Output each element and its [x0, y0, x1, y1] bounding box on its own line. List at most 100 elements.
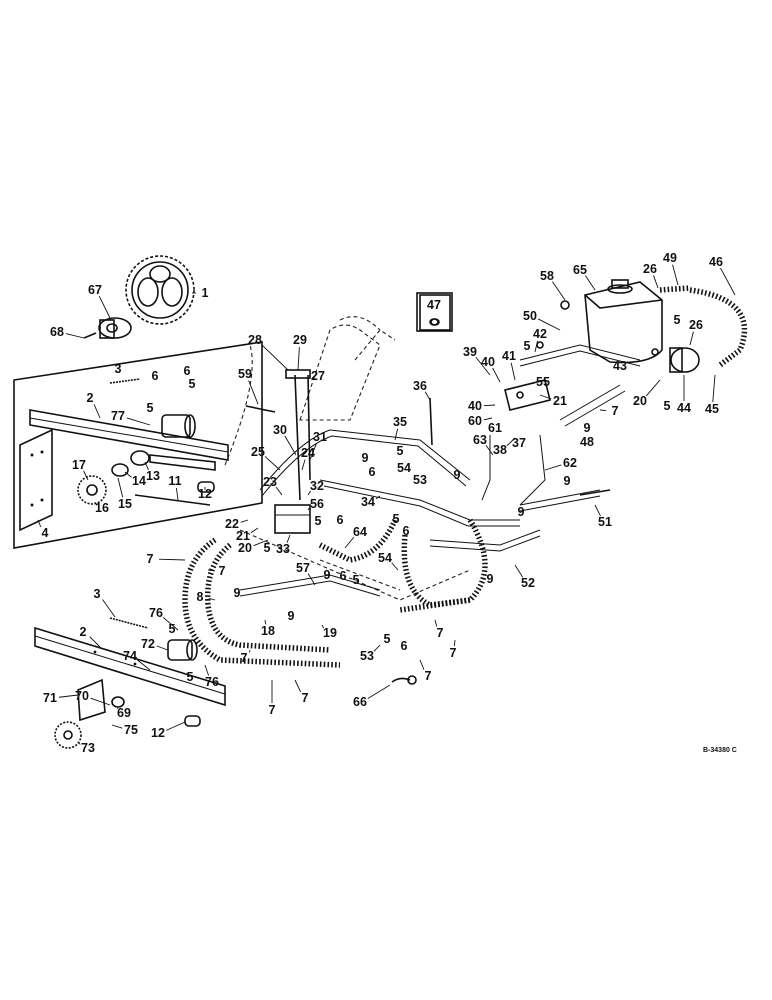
callout-2: 2	[80, 625, 87, 639]
callout-41: 41	[502, 349, 516, 363]
upper-collar	[130, 450, 150, 466]
callout-34: 34	[361, 495, 375, 509]
leader-7	[248, 649, 251, 653]
leader-24	[301, 459, 306, 471]
callout-6: 6	[403, 524, 410, 538]
callout-6: 6	[337, 513, 344, 527]
leader-74	[137, 659, 151, 671]
callout-48: 48	[580, 435, 594, 449]
callout-9: 9	[362, 451, 369, 465]
callout-9: 9	[518, 505, 525, 519]
auxiliary-pump	[669, 347, 700, 373]
leader-66	[367, 684, 391, 699]
callout-50: 50	[523, 309, 537, 323]
cross-manifold	[504, 344, 641, 411]
leader-49	[672, 264, 679, 286]
callout-7: 7	[612, 404, 619, 418]
sprocket-wheel	[125, 255, 195, 325]
leader-57	[307, 573, 316, 586]
callout-5: 5	[315, 514, 322, 528]
callout-5: 5	[664, 399, 671, 413]
callout-76: 76	[149, 606, 163, 620]
callout-12: 12	[151, 726, 165, 740]
callout-38: 38	[493, 443, 507, 457]
callout-60: 60	[468, 414, 482, 428]
drawing-number: B-34380 C	[703, 747, 737, 754]
leader-15	[117, 477, 124, 498]
leader-64	[344, 536, 355, 549]
hydraulic-tubes	[239, 429, 541, 597]
leader-20	[253, 539, 269, 547]
leader-65	[585, 275, 596, 291]
callout-72: 72	[141, 637, 155, 651]
leader-29	[297, 346, 300, 371]
leader-19	[321, 624, 325, 629]
callout-51: 51	[598, 515, 612, 529]
inset-panel-upper	[13, 341, 263, 549]
leader-17	[83, 470, 89, 481]
leader-75	[111, 724, 123, 729]
callout-7: 7	[219, 564, 226, 578]
leader-7	[599, 409, 607, 411]
callout-9: 9	[288, 609, 295, 623]
callout-39: 39	[463, 345, 477, 359]
callout-5: 5	[264, 541, 271, 555]
leader-32	[307, 490, 312, 496]
callout-71: 71	[43, 691, 57, 705]
hub-bolt	[83, 332, 97, 339]
callout-5: 5	[524, 339, 531, 353]
callout-19: 19	[323, 626, 337, 640]
callout-6: 6	[401, 639, 408, 653]
leader-54	[391, 562, 399, 571]
callout-5: 5	[187, 670, 194, 684]
callout-13: 13	[146, 469, 160, 483]
callout-26: 26	[643, 262, 657, 276]
callout-9: 9	[487, 572, 494, 586]
leader-31	[309, 443, 317, 461]
leader-36	[424, 391, 431, 401]
leader-2	[93, 404, 101, 419]
callout-63: 63	[473, 433, 487, 447]
callout-68: 68	[50, 325, 64, 339]
control-lever	[285, 369, 311, 501]
leader-7	[207, 569, 214, 571]
upper-conveyor-channel	[29, 409, 229, 461]
leader-51	[594, 504, 601, 517]
leader-42	[534, 340, 539, 353]
callout-54: 54	[397, 461, 411, 475]
callout-53: 53	[413, 473, 427, 487]
callout-28: 28	[248, 333, 262, 347]
leader-26	[689, 331, 694, 346]
callout-77: 77	[111, 409, 125, 423]
callout-5: 5	[189, 377, 196, 391]
leader-38	[506, 437, 516, 446]
hoses	[182, 285, 748, 668]
leader-18	[264, 619, 267, 625]
lower-bushing	[184, 715, 201, 727]
leader-12	[166, 721, 186, 731]
leader-50	[537, 318, 561, 331]
callout-3: 3	[94, 587, 101, 601]
upper-spacer	[111, 463, 129, 477]
leader-lines	[37, 264, 736, 745]
leader-73	[77, 741, 81, 745]
leader-14	[124, 471, 132, 478]
callout-42: 42	[533, 327, 547, 341]
callout-55: 55	[536, 375, 550, 389]
leader-30	[284, 435, 297, 456]
callout-5: 5	[393, 512, 400, 526]
callout-37: 37	[512, 436, 526, 450]
callout-11: 11	[168, 474, 181, 488]
upper-bearing-plate	[19, 428, 53, 532]
leader-76	[204, 664, 209, 676]
callout-5: 5	[353, 573, 360, 587]
callout-7: 7	[147, 552, 154, 566]
leader-71	[58, 694, 79, 698]
leader-53	[373, 644, 381, 652]
callout-6: 6	[340, 569, 347, 583]
callout-66: 66	[353, 695, 367, 709]
callout-40: 40	[481, 355, 495, 369]
leader-58	[552, 281, 566, 301]
leader-60	[483, 417, 493, 421]
